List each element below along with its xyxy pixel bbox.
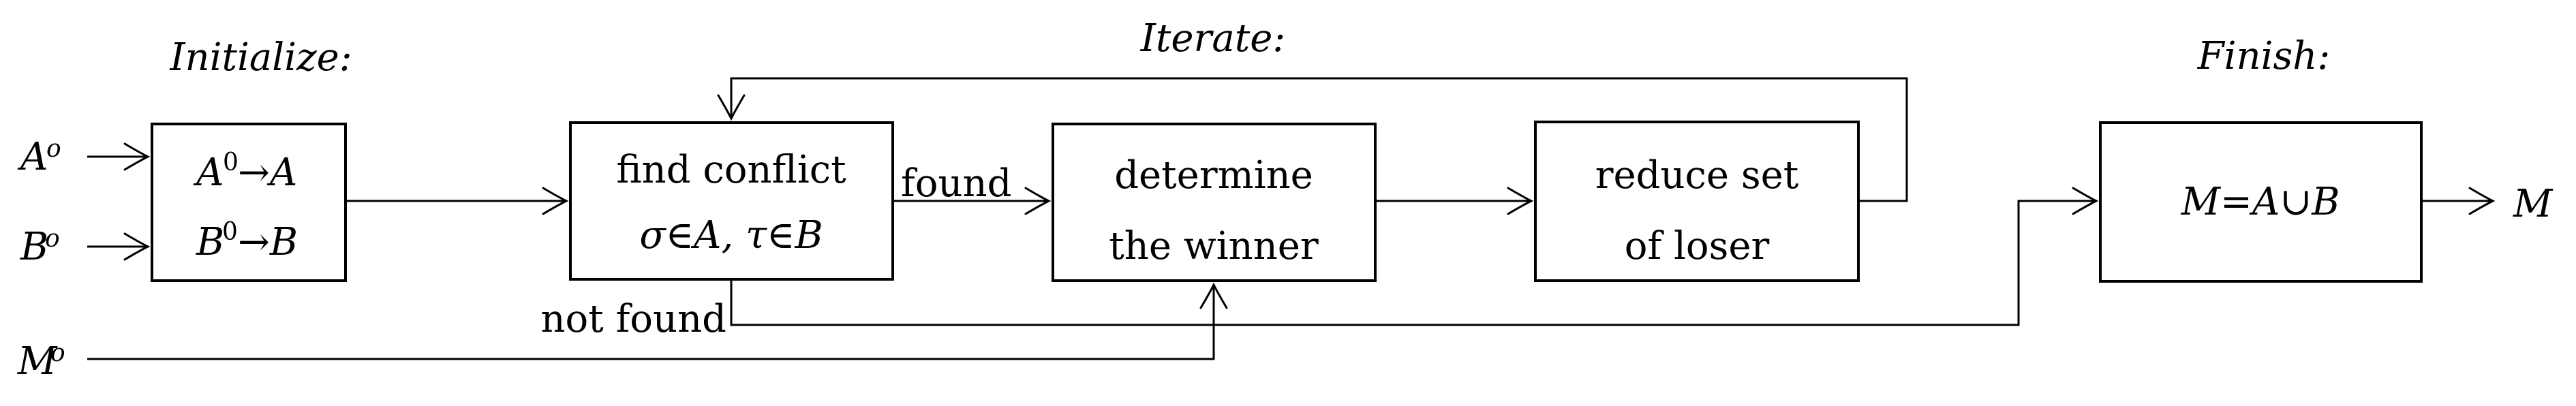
find-conflict-box [569, 121, 894, 281]
determine-winner-line1: determine [1114, 153, 1313, 198]
reduce-loser-line1: reduce set [1595, 153, 1799, 198]
find-conflict-line1: find conflict [616, 148, 846, 192]
output-m-label: M [2513, 182, 2554, 226]
finish-box [2099, 121, 2423, 283]
initialize-box-line1-superscript: 0 [223, 149, 239, 176]
initialize-box-line1-base: A [193, 151, 224, 195]
section-label-iterate: Iterate: [1140, 16, 1285, 61]
initialize-box-line1-rest: →A [238, 151, 297, 195]
section-label-finish: Finish: [2197, 34, 2330, 78]
initialize-box-line2-base: B [196, 220, 224, 264]
determine-winner-line2: the winner [1109, 224, 1319, 268]
input-a-superscript: o [46, 135, 61, 163]
input-b-label: B [20, 225, 48, 269]
edge-label-not-found: not found [540, 297, 726, 341]
initialize-box-line2-superscript: 0 [222, 218, 238, 246]
arrow-iterate-feedback [717, 77, 1908, 202]
input-b-superscript: o [45, 225, 60, 253]
finish-box-label: M=A∪B [2181, 180, 2340, 224]
determine-winner-box [1052, 123, 1377, 282]
input-m-label: M [17, 339, 58, 384]
initialize-box-line2-rest: →B [238, 220, 298, 264]
input-m-superscript: o [50, 339, 65, 367]
input-a-label: A [17, 135, 48, 179]
initialize-box [151, 123, 347, 282]
find-conflict-line2: σ∈A, τ∈B [639, 213, 823, 257]
reduce-loser-box [1534, 121, 1860, 282]
section-label-initialize: Initialize: [169, 35, 352, 80]
reduce-loser-line2: of loser [1625, 224, 1770, 268]
arrow-input-m-to-determine [87, 282, 1228, 360]
edge-label-found: found [901, 161, 1011, 206]
arrow-not-found-to-finish [730, 187, 2099, 326]
